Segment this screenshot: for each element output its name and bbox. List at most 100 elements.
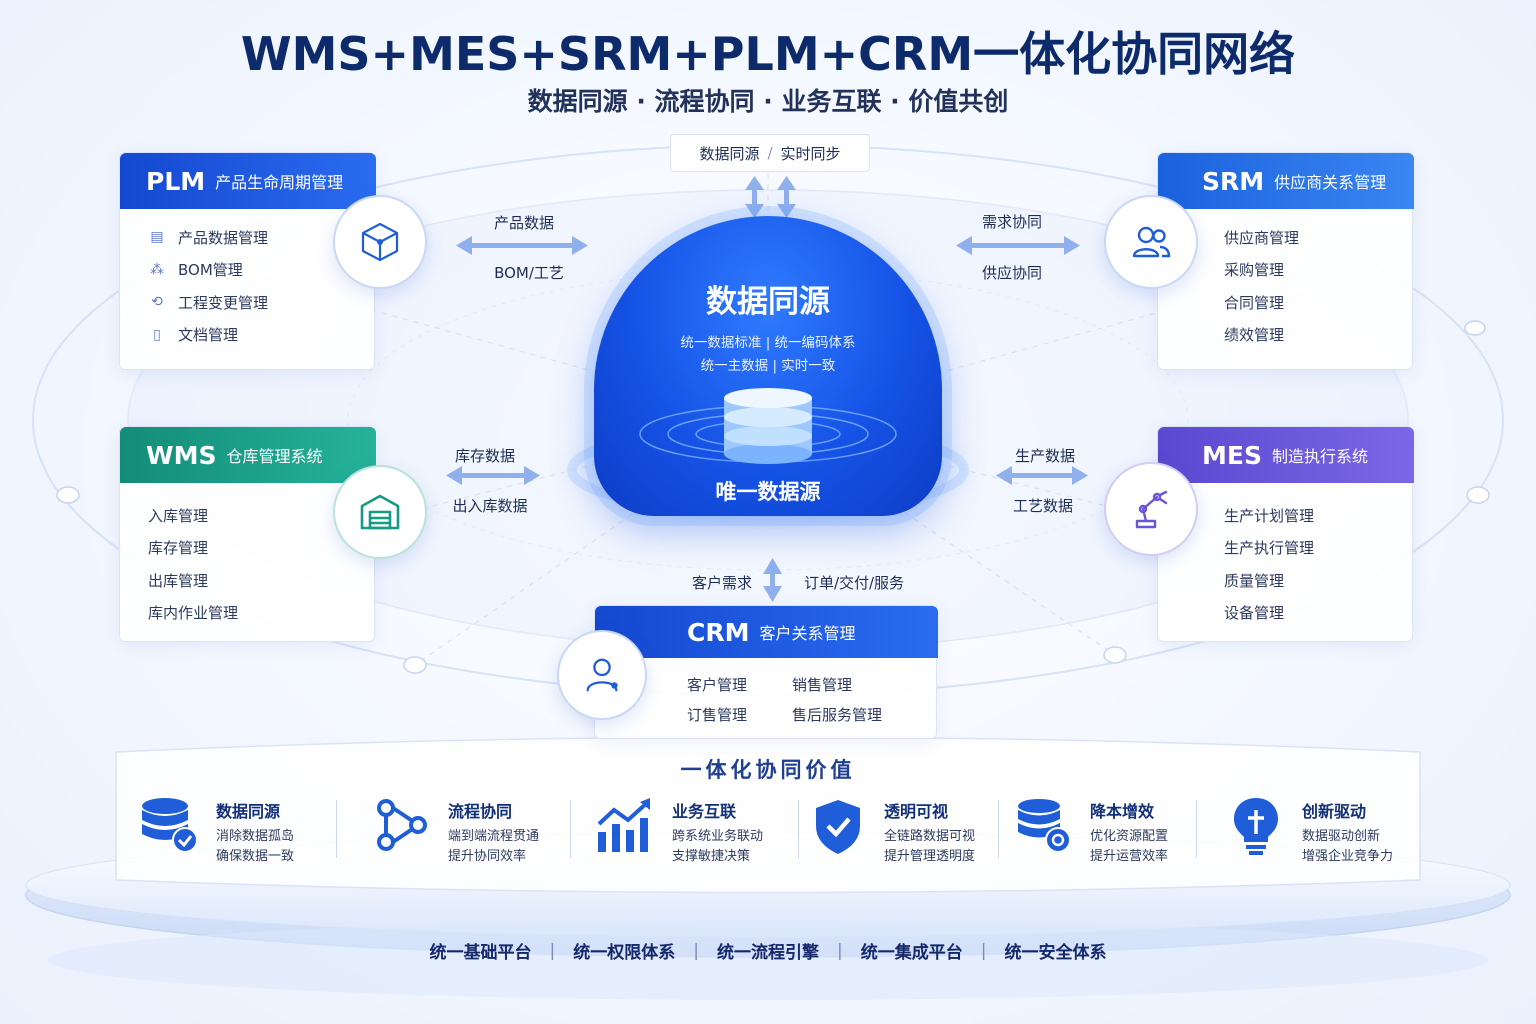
customer-icon [586, 658, 618, 692]
crm-item-0: 客户管理 [687, 676, 748, 694]
flow-label-plm-bottom: BOM/工艺 [494, 264, 564, 282]
page-title: WMS+MES+SRM+PLM+CRM一体化协同网络 [240, 27, 1296, 81]
srm-code: SRM [1202, 166, 1265, 196]
list-item: 质量管理 [1224, 571, 1285, 590]
wms-item-list: 入库管理 库存管理 出库管理 库内作业管理 [148, 499, 238, 629]
flow-label-plm-top: 产品数据 [493, 214, 554, 232]
list-item: 生产执行管理 [1224, 539, 1315, 558]
mes-item-list: 生产计划管理 生产执行管理 质量管理 设备管理 [1224, 499, 1314, 629]
flow-label-srm-top: 需求协同 [981, 213, 1042, 231]
central-data-dome [594, 216, 942, 516]
value-line-1: 数据驱动创新 [1302, 829, 1381, 844]
foundation-separator: | [549, 940, 556, 961]
value-line-1: 跨系统业务联动 [672, 829, 764, 844]
value-title: 业务互联 [672, 802, 737, 821]
users-icon [1132, 226, 1171, 258]
value-line-2: 增强企业竞争力 [1302, 849, 1394, 864]
plm-code: PLM [146, 166, 206, 196]
crm-item-2: 订售管理 [687, 706, 748, 724]
value-line-2: 确保数据一致 [216, 849, 295, 864]
robot-arm-icon [1135, 490, 1168, 529]
foundation-bar: 统一基础平台 | 统一权限体系 | 统一流程引擎 | 统一集成平台 | 统一安全… [0, 938, 1536, 964]
value-divider [1196, 800, 1197, 858]
list-item: 库存管理 [148, 539, 209, 558]
srm-name: 供应商关系管理 [1274, 173, 1387, 192]
value-divider [336, 800, 337, 858]
flow-label-wms-top: 库存数据 [454, 447, 515, 465]
wms-card: WMS 仓库管理系统 入库管理 库存管理 出库管理 库内作业管理 [119, 426, 376, 642]
value-line-2: 支撑敏捷决策 [672, 849, 751, 864]
value-title: 数据同源 [216, 802, 281, 821]
list-item: ⟲工程变更管理 [148, 286, 268, 319]
lightbulb-icon [1234, 798, 1278, 855]
wms-card-header: WMS 仓库管理系统 [120, 427, 376, 483]
database-check-icon [142, 798, 198, 853]
list-item: 出库管理 [148, 571, 209, 590]
list-item: ⁂BOM管理 [150, 261, 243, 280]
mes-code: MES [1202, 440, 1262, 470]
value-line-2: 提升协同效率 [448, 849, 527, 864]
mes-badge [1104, 462, 1198, 556]
wms-name: 仓库管理系统 [226, 447, 323, 466]
flow-label-mes-bottom: 工艺数据 [1012, 497, 1073, 515]
file-icon: ▯ [153, 326, 161, 343]
foundation-item: 统一流程引擎 [717, 943, 819, 963]
database-core-icon [639, 388, 897, 464]
mes-card: MES 制造执行系统 生产计划管理 生产执行管理 质量管理 设备管理 [1157, 426, 1414, 642]
growth-chart-icon [597, 798, 650, 852]
plm-name: 产品生命周期管理 [215, 173, 344, 192]
value-line-1: 优化资源配置 [1090, 829, 1169, 844]
list-item: 采购管理 [1224, 261, 1285, 280]
sync-separator: / [767, 144, 773, 162]
srm-item-list: 供应商管理 采购管理 合同管理 绩效管理 [1224, 221, 1299, 351]
crm-name: 客户关系管理 [759, 624, 856, 643]
value-line-1: 消除数据孤岛 [216, 829, 295, 844]
sync-right-label: 实时同步 [780, 144, 841, 163]
list-item: 合同管理 [1224, 293, 1285, 312]
flow-label-wms-bottom: 出入库数据 [452, 497, 528, 515]
foundation-item: 统一安全体系 [1004, 943, 1107, 963]
change-icon: ⟲ [151, 294, 163, 311]
foundation-separator: | [980, 940, 987, 961]
mes-card-header: MES 制造执行系统 [1158, 427, 1414, 483]
center-line-1: 统一数据标准 | 统一编码体系 [680, 335, 856, 351]
mes-name: 制造执行系统 [1271, 447, 1368, 466]
flow-label-mes-top: 生产数据 [1014, 447, 1075, 465]
value-line-1: 全链路数据可视 [884, 829, 976, 844]
flow-nodes-icon [377, 799, 427, 851]
shield-check-icon [816, 800, 860, 854]
plm-item-list: ▤产品数据管理 ⁂BOM管理 ⟲工程变更管理 ▯文档管理 [148, 221, 268, 351]
center-foot: 唯一数据源 [715, 480, 821, 504]
list-item: 库内作业管理 [148, 604, 239, 623]
list-item: ▤产品数据管理 [148, 221, 268, 254]
wms-code: WMS [146, 440, 217, 470]
value-title: 透明可视 [884, 802, 949, 821]
sync-left-label: 数据同源 [699, 144, 760, 163]
document-icon: ▤ [150, 229, 164, 246]
value-line-1: 端到端流程贯通 [448, 829, 540, 844]
crm-item-1: 销售管理 [792, 676, 853, 694]
crm-badge [557, 630, 647, 720]
list-item: 供应商管理 [1224, 228, 1300, 247]
center-title: 数据同源 [706, 284, 830, 320]
list-item: 绩效管理 [1224, 326, 1285, 345]
database-gear-icon [1018, 799, 1071, 853]
value-divider [998, 800, 999, 858]
sync-label-box: 数据同源 / 实时同步 [670, 134, 870, 172]
warehouse-icon [360, 494, 400, 530]
list-item: 生产计划管理 [1224, 506, 1315, 525]
list-item: 设备管理 [1224, 604, 1285, 623]
value-title: 流程协同 [448, 802, 513, 821]
value-title: 降本增效 [1090, 802, 1155, 821]
flow-label-crm-left: 客户需求 [691, 574, 752, 592]
page-subtitle: 数据同源 · 流程协同 · 业务互联 · 价值共创 [527, 87, 1009, 116]
value-line-2: 提升运营效率 [1090, 849, 1169, 864]
value-line-2: 提升管理透明度 [884, 849, 976, 864]
srm-card-header: SRM 供应商关系管理 [1158, 153, 1414, 209]
flow-label-crm-right: 订单/交付/服务 [803, 574, 905, 592]
value-divider [798, 800, 799, 858]
value-divider [570, 800, 571, 858]
cube-icon [361, 222, 399, 262]
srm-badge [1104, 195, 1198, 289]
